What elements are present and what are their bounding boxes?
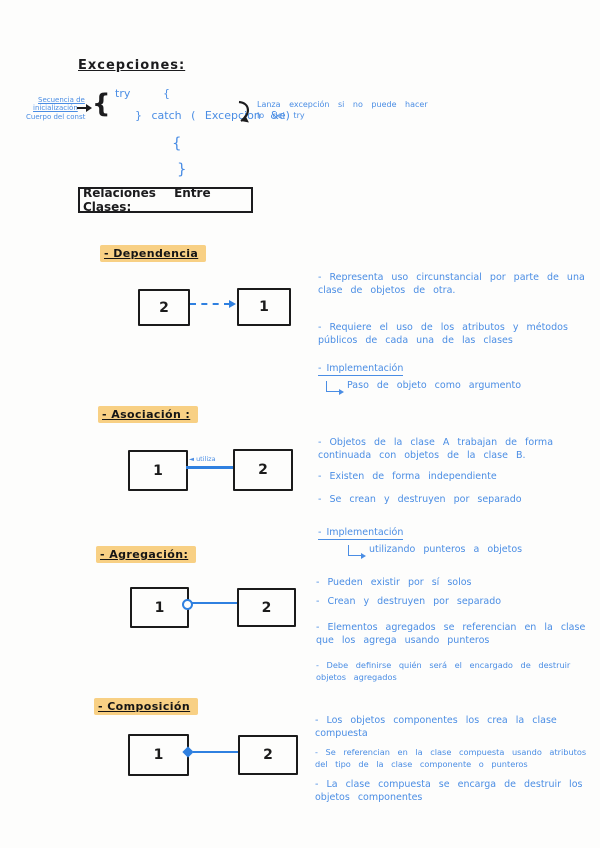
implementation-label: - Implementación bbox=[318, 527, 404, 540]
composition-line bbox=[193, 751, 238, 753]
uml-box-left: 1 bbox=[128, 450, 188, 491]
section-label-agregacion: - Agregación: bbox=[96, 546, 197, 563]
branch-arrow-icon bbox=[326, 381, 344, 395]
asociacion-notes: - Objetos de la clase A trabajan de form… bbox=[318, 436, 590, 559]
note: - Elementos agregados se referencian en … bbox=[316, 622, 586, 646]
note: - Objetos de la clase A trabajan de form… bbox=[318, 437, 554, 461]
uml-box-right: 2 bbox=[238, 735, 298, 775]
note: - Se crean y destruyen por separado bbox=[318, 494, 522, 505]
section-label-dependencia: - Dependencia bbox=[100, 245, 207, 262]
catch-open-brace: { bbox=[172, 134, 182, 152]
uml-box-left: 1 bbox=[128, 734, 189, 776]
implementation-block: - Implementación Paso de objeto como arg… bbox=[318, 356, 590, 395]
note: - Debe definirse quién será el encargado… bbox=[316, 660, 571, 682]
pointer-arrow-head-icon bbox=[86, 104, 92, 112]
dependencia-notes: - Representa uso circunstancial por part… bbox=[318, 271, 590, 395]
note: - Pueden existir por sí solos bbox=[316, 577, 472, 588]
association-line bbox=[186, 466, 233, 469]
aggregation-circle-icon bbox=[182, 599, 193, 610]
note: - Los objetos componentes los crea la cl… bbox=[315, 715, 557, 739]
implementation-detail: Paso de objeto como argumento bbox=[347, 380, 522, 391]
note: - Crean y destruyen por separado bbox=[316, 596, 502, 607]
constructor-brace: { bbox=[92, 89, 111, 119]
section-label-asociacion: - Asociación : bbox=[98, 406, 199, 423]
try-keyword: try bbox=[115, 87, 131, 100]
composicion-notes: - Los objetos componentes los crea la cl… bbox=[315, 714, 593, 804]
init-sequence-note-line1: Secuencia de bbox=[38, 96, 85, 104]
try-open-brace: { bbox=[163, 87, 170, 100]
pointer-arrow-line bbox=[77, 107, 86, 109]
note: - Representa uso circunstancial por part… bbox=[318, 272, 585, 296]
note: - Requiere el uso de los atributos y mét… bbox=[318, 322, 568, 346]
throw-note-line1: Lanza excepción si no puede hacer bbox=[257, 100, 428, 109]
constructor-body-note: Cuerpo del const bbox=[26, 113, 86, 121]
curved-arrow-icon bbox=[238, 100, 249, 123]
uml-box-left: 1 bbox=[130, 587, 189, 628]
page-heading: Relaciones Entre Clases: bbox=[83, 186, 211, 214]
uml-box-right: 2 bbox=[233, 449, 293, 491]
implementation-detail-row: utilizando punteros a objetos bbox=[348, 543, 590, 559]
implementation-detail: utilizando punteros a objetos bbox=[369, 544, 523, 555]
aggregation-line bbox=[191, 602, 237, 604]
page-heading-box: Relaciones Entre Clases: bbox=[78, 186, 253, 214]
catch-close-brace: } bbox=[177, 160, 187, 178]
uml-box-left: 2 bbox=[138, 289, 190, 326]
note: - La clase compuesta se encarga de destr… bbox=[315, 779, 583, 803]
throw-note-line2: lo del try bbox=[257, 111, 305, 120]
note: - Se referencian en la clase compuesta u… bbox=[315, 747, 587, 769]
note: - Existen de forma independiente bbox=[318, 471, 497, 482]
section-label-composicion: - Composición bbox=[94, 698, 199, 715]
association-line-label: ◄ utiliza bbox=[189, 455, 216, 463]
dependency-dashed-line bbox=[190, 303, 230, 305]
implementation-detail-row: Paso de objeto como argumento bbox=[326, 379, 590, 395]
uml-box-right: 2 bbox=[237, 588, 296, 627]
branch-arrow-icon bbox=[348, 545, 366, 559]
implementation-block: - Implementación utilizando punteros a o… bbox=[318, 520, 590, 559]
exceptions-title: Excepciones: bbox=[78, 58, 186, 73]
init-sequence-note-line2: inicialización bbox=[33, 104, 78, 112]
agregacion-notes: - Pueden existir por sí solos - Crean y … bbox=[316, 576, 592, 683]
implementation-label: - Implementación bbox=[318, 363, 404, 376]
dependency-arrow-head-icon bbox=[229, 300, 236, 308]
catch-line: } catch ( Excepcion &e) bbox=[135, 109, 290, 122]
uml-box-right: 1 bbox=[237, 288, 291, 326]
